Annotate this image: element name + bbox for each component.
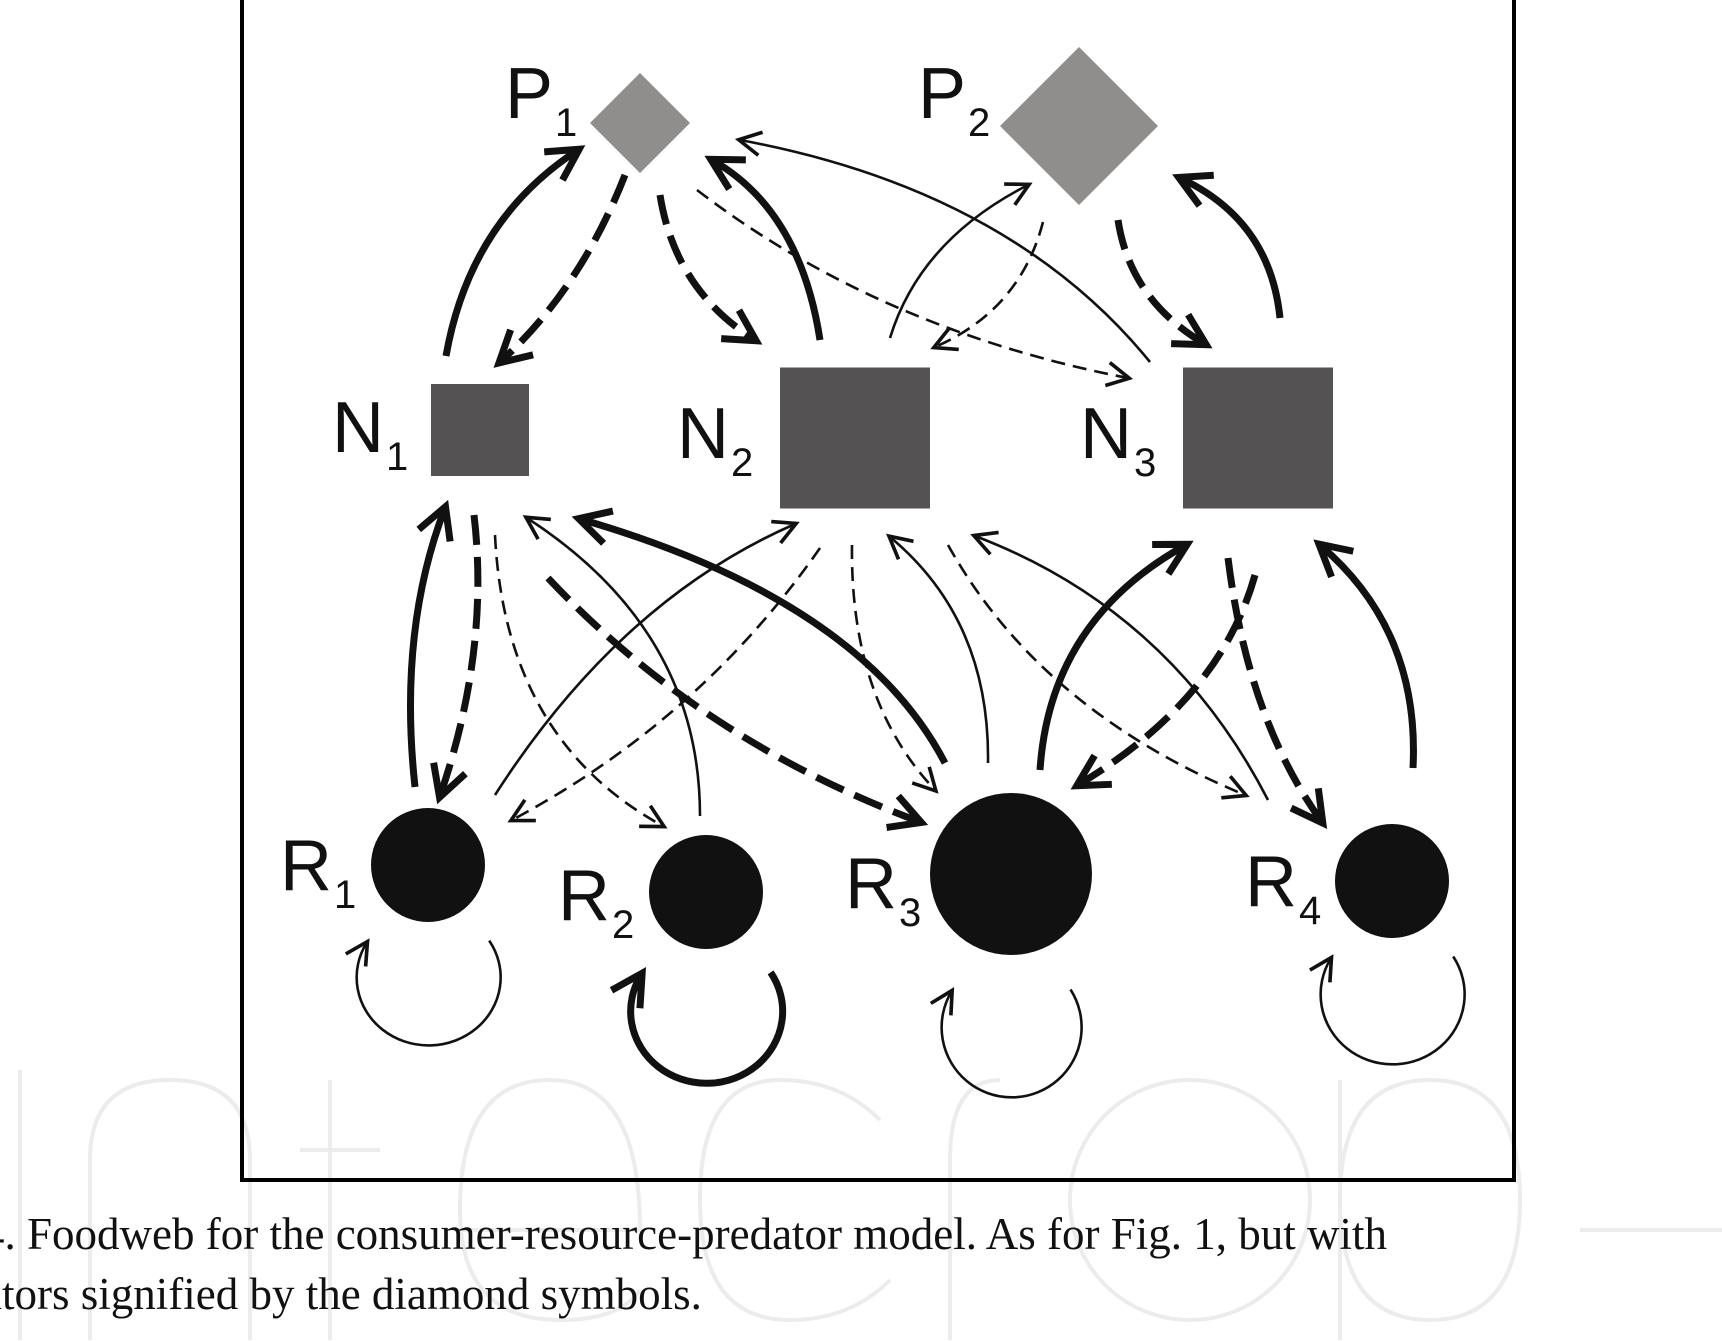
node-r2 bbox=[649, 835, 763, 949]
node-n3 bbox=[1183, 367, 1333, 509]
edge-p1-to-n3 bbox=[696, 188, 1134, 388]
edge-n3-to-r3 bbox=[1070, 574, 1259, 790]
label-n2: N2 bbox=[677, 394, 753, 485]
edge-r1-to-n1 bbox=[407, 499, 454, 788]
edge-r4-to-n3 bbox=[1313, 539, 1417, 769]
node-r4 bbox=[1335, 824, 1449, 938]
edge-r4-to-n2 bbox=[970, 530, 1270, 801]
node-r1 bbox=[371, 808, 485, 922]
figure-caption-line-1: 4. Foodweb for the consumer-resource-pre… bbox=[0, 1209, 1388, 1259]
self-loop-r2 bbox=[609, 967, 787, 1087]
edge-r3-to-n1 bbox=[571, 507, 949, 765]
edge-p1-to-n2 bbox=[656, 194, 763, 345]
figure-caption-line-2: ators signified by the diamond symbols. bbox=[0, 1269, 702, 1319]
label-p2: P2 bbox=[918, 54, 990, 145]
edge-n2-to-p1 bbox=[704, 155, 824, 341]
label-n3: N3 bbox=[1080, 394, 1156, 485]
label-n1: N1 bbox=[332, 388, 408, 479]
edge-n3-to-p2 bbox=[1172, 171, 1284, 319]
edge-n3-to-r4 bbox=[1224, 557, 1328, 830]
label-r4: R4 bbox=[1245, 842, 1321, 933]
figure-frame bbox=[240, 0, 1516, 1182]
node-r3 bbox=[930, 793, 1092, 955]
node-p2 bbox=[1000, 47, 1158, 205]
self-loop-r1 bbox=[344, 938, 502, 1047]
edge-p2-to-n3 bbox=[1114, 219, 1213, 349]
edge-r3-to-n2 bbox=[886, 533, 990, 764]
edge-n2-to-p2 bbox=[888, 182, 1033, 339]
edge-n1-to-r1 bbox=[430, 514, 482, 805]
edge-n1-to-r2 bbox=[493, 534, 668, 829]
edge-r3-to-n3 bbox=[1036, 540, 1194, 771]
label-r2: R2 bbox=[558, 856, 634, 947]
node-n2 bbox=[780, 367, 930, 509]
label-r1: R1 bbox=[280, 826, 356, 917]
edge-n1-to-p1 bbox=[442, 145, 586, 357]
edge-n2-to-r4 bbox=[946, 544, 1250, 800]
edge-n2-to-r3 bbox=[850, 544, 939, 794]
edge-n3-to-p1 bbox=[734, 130, 1152, 363]
edge-r2-to-n1 bbox=[522, 515, 702, 817]
edge-n1-to-r3 bbox=[545, 575, 929, 831]
self-loop-r3 bbox=[929, 987, 1083, 1099]
label-p1: P1 bbox=[505, 54, 577, 145]
edges-layer bbox=[344, 130, 1466, 1099]
edge-r1-to-n2 bbox=[493, 519, 800, 796]
label-r3: R3 bbox=[845, 844, 921, 935]
self-loop-r4 bbox=[1309, 954, 1466, 1066]
node-n1 bbox=[431, 384, 529, 476]
node-p1 bbox=[590, 73, 690, 173]
edge-n2-to-r1 bbox=[507, 547, 822, 823]
watermark bbox=[18, 1070, 1722, 1340]
